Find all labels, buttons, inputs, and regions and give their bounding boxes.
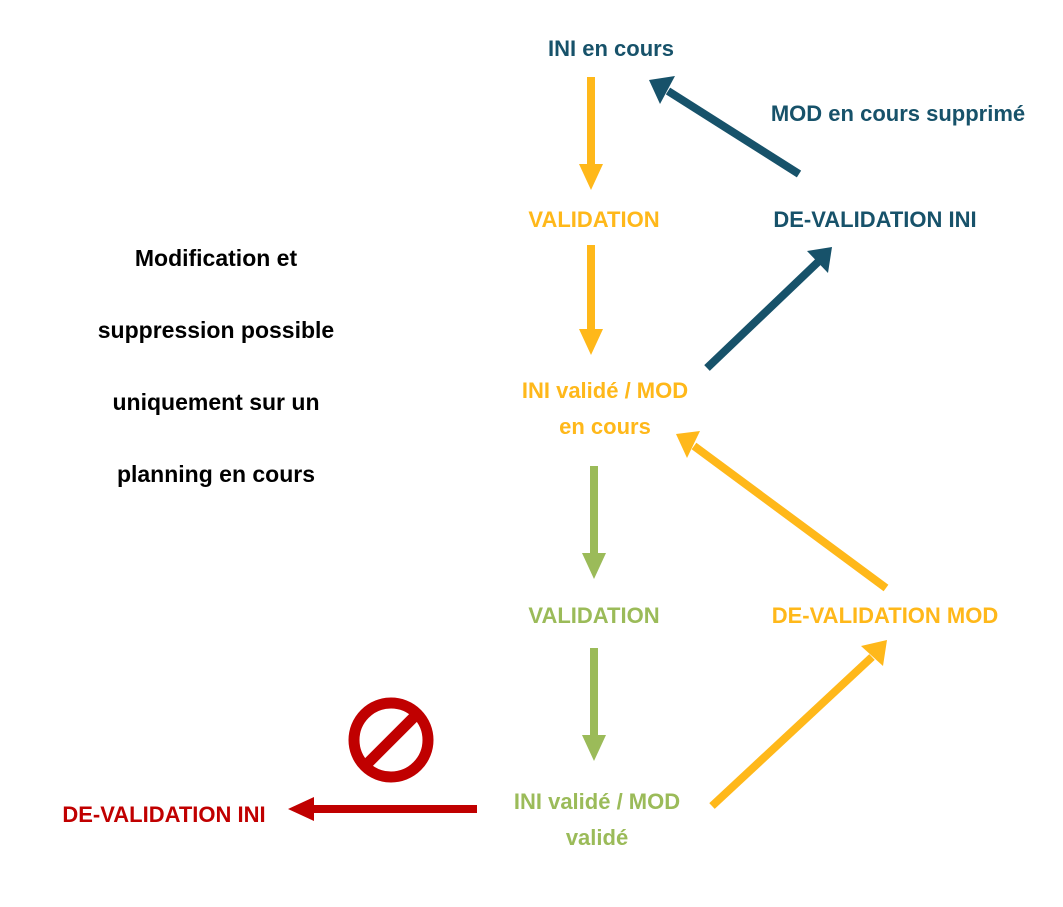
label-mod-en-cours-supprime: MOD en cours supprimé [770,101,1026,126]
note-line-1: Modification et [134,245,298,271]
node-devalidation-mod: DE-VALIDATION MOD [771,603,999,628]
arrow-validation-2-to-ini-valide-mod-valide [582,648,606,761]
node-ini-valide-mod-en-cours: INI validé / MOD en cours [480,373,730,445]
arrow-validation-to-ini-valide-mod-en-cours [579,245,603,355]
arrow-to-devalidation-ini-bottom [288,797,477,821]
node-ini-valide-mod-valide-line2: validé [565,825,629,850]
note-line-4: planning en cours [116,461,316,487]
node-devalidation-ini-bottom: DE-VALIDATION INI [62,802,266,827]
node-ini-valide-mod-en-cours-line2: en cours [559,414,651,439]
node-ini-en-cours: INI en cours [548,36,674,61]
node-validation-1: VALIDATION [528,207,660,232]
arrow-to-devalidation-mod [709,640,887,809]
node-ini-valide-mod-en-cours-line1: INI validé / MOD [521,378,689,403]
note-line-2: suppression possible [97,317,335,343]
node-ini-valide-mod-valide-line1: INI validé / MOD [513,789,681,814]
arrow-to-devalidation-ini-top [704,247,832,371]
restriction-note: Modification et suppression possible uni… [56,204,376,528]
note-line-3: uniquement sur un [112,389,320,415]
node-devalidation-ini-top: DE-VALIDATION INI [773,207,977,232]
arrow-devalidation-ini-to-ini-en-cours [649,76,802,178]
arrow-ini-to-validation [579,77,603,190]
arrow-ini-valide-to-validation-2 [582,466,606,579]
node-ini-valide-mod-valide: INI validé / MOD validé [472,784,722,856]
prohibited-icon [348,697,434,783]
arrow-devalidation-mod-to-ini-valide-mod-en-cours [676,431,889,592]
node-validation-2: VALIDATION [528,603,660,628]
